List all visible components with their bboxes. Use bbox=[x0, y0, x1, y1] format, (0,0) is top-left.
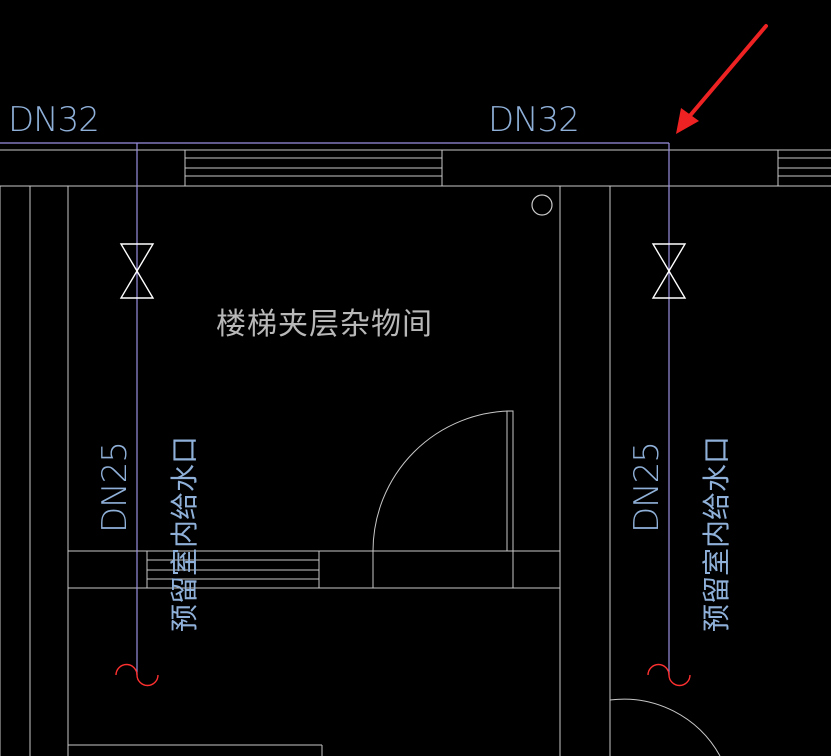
pipes bbox=[0, 142, 670, 675]
label-main-left: DN32 bbox=[8, 100, 99, 140]
pointer-arrow-icon bbox=[676, 24, 768, 134]
label-reserve-right: 预留室内给水口 bbox=[700, 436, 733, 632]
walls bbox=[0, 149, 831, 756]
label-main-right: DN32 bbox=[488, 100, 579, 140]
label-branch-left: DN25 bbox=[95, 442, 135, 533]
door-swing-lower-right bbox=[609, 698, 721, 756]
pipe-cap-icon bbox=[647, 663, 691, 687]
gate-valve-icon bbox=[119, 243, 155, 299]
room-name: 楼梯夹层杂物间 bbox=[216, 307, 433, 342]
label-reserve-left: 预留室内给水口 bbox=[168, 436, 201, 632]
label-branch-right: DN25 bbox=[627, 442, 667, 533]
gate-valve-icon bbox=[651, 243, 687, 299]
floor-drain-icon bbox=[531, 194, 553, 216]
door-swing bbox=[372, 410, 514, 552]
pipe-cap-icon bbox=[115, 663, 159, 687]
door-leaf bbox=[506, 410, 514, 552]
